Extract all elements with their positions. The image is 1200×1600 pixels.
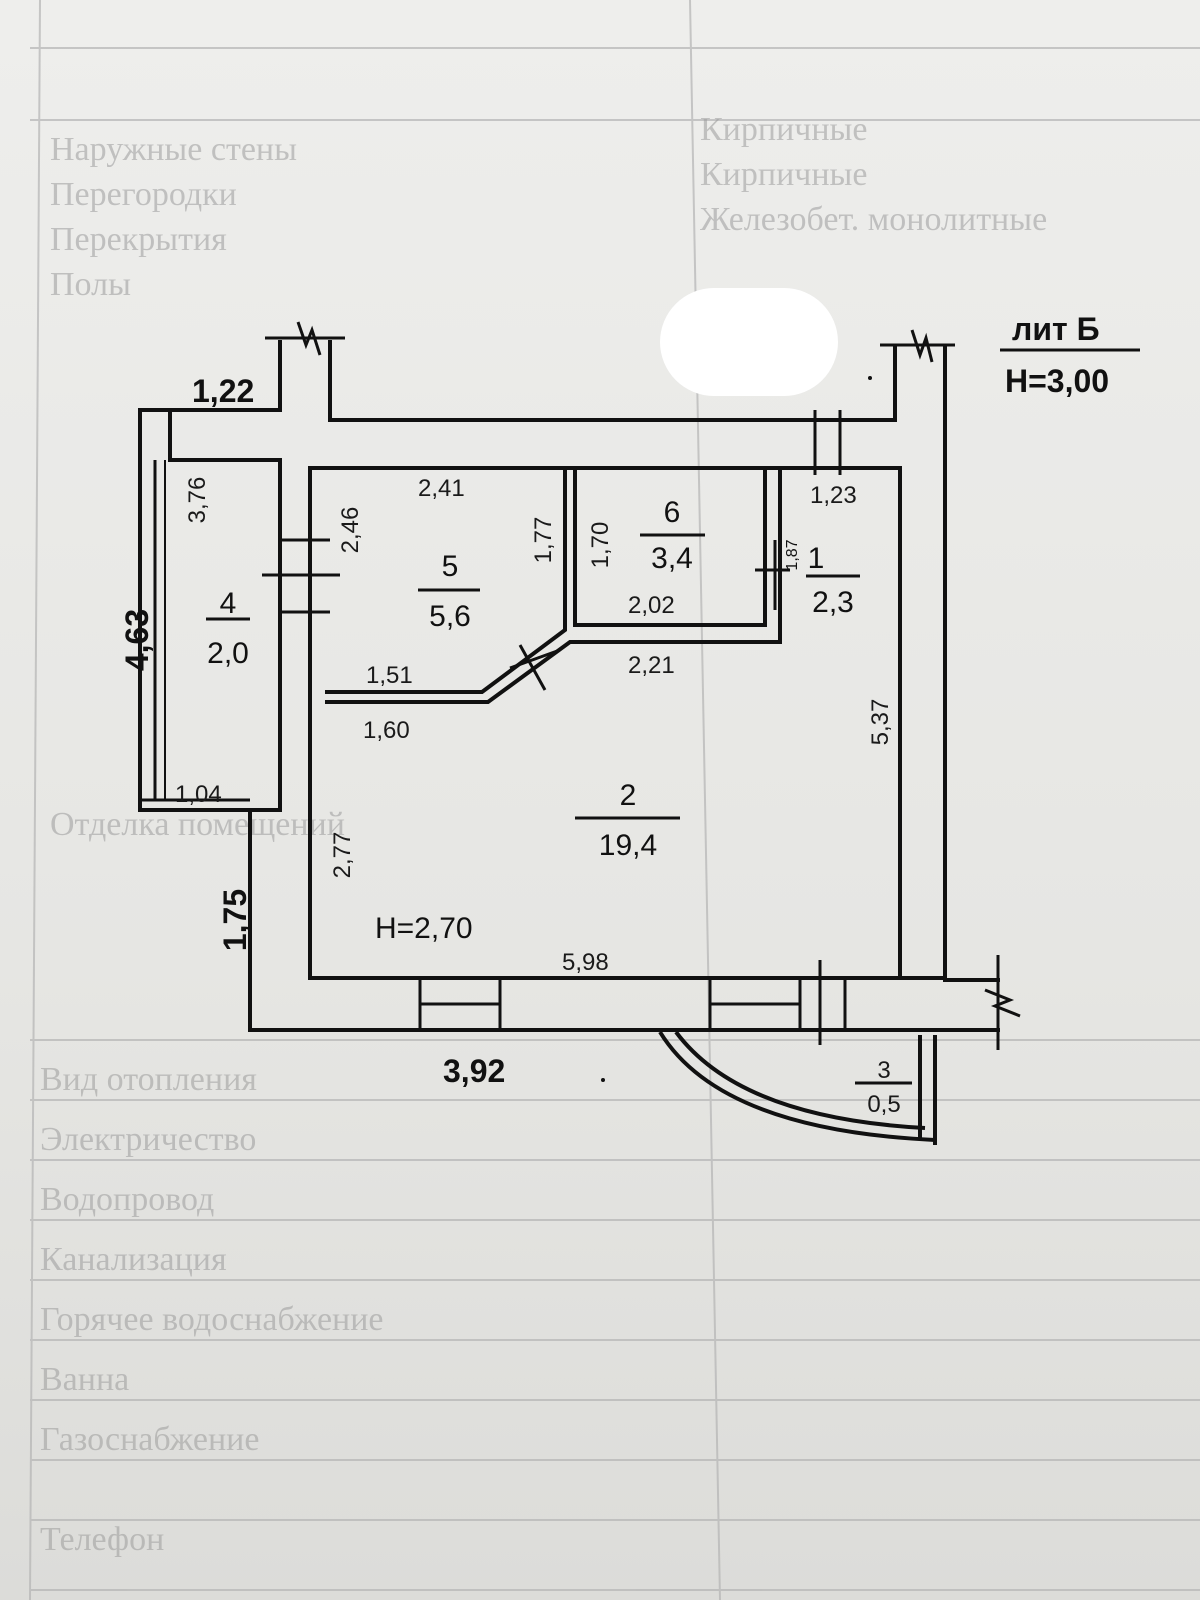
fraction-bars — [206, 348, 1140, 1085]
background-table — [29, 0, 1200, 1600]
room-2-number: 2 — [620, 779, 637, 812]
room-2-area: 19,4 — [599, 829, 657, 862]
dim-r2-upper-left: 1,60 — [363, 717, 410, 744]
bg-row-11-left: Газоснабжение — [40, 1421, 259, 1458]
walls — [138, 340, 1000, 1032]
room-4-area: 2,0 — [207, 637, 249, 670]
dim-r5-right: 1,77 — [530, 517, 557, 564]
dim-corridor: 2,21 — [628, 652, 675, 679]
left-wall-inner — [328, 340, 897, 422]
dim-r1-left: 1,87 — [784, 539, 801, 570]
room6-bottom — [573, 468, 767, 627]
bg-row-10-left: Ванна — [40, 1361, 129, 1398]
dim-bottom: 3,92 — [443, 1053, 505, 1089]
balcony-arc — [658, 1030, 937, 1145]
dim-r4-bottom: 1,04 — [175, 781, 222, 808]
room-5-area: 5,6 — [429, 600, 471, 633]
dim-r5-left: 2,46 — [337, 507, 364, 554]
room-1-number: 1 — [808, 542, 825, 575]
dim-top-left: 1,22 — [192, 373, 254, 409]
bg-row-2-left: Перекрытия — [50, 221, 227, 258]
redaction-blob — [660, 288, 838, 396]
dim-left: 4,63 — [119, 609, 155, 671]
literal-height: Н=3,00 — [1005, 363, 1109, 399]
break-marks — [265, 321, 1021, 1050]
dim-r5-top: 2,41 — [418, 475, 465, 502]
bg-row-1-right: Кирпичные — [700, 156, 868, 193]
dim-r6-bottom: 2,02 — [628, 592, 675, 619]
dim-left-lower: 1,75 — [217, 889, 253, 951]
bg-row-4-left: Отделка помещений — [50, 806, 345, 843]
dim-r2-right: 5,37 — [867, 699, 894, 746]
bg-row-7-left: Водопровод — [40, 1181, 214, 1218]
inner-outline — [308, 466, 902, 980]
room-3-area: 0,5 — [867, 1091, 900, 1118]
room5-walls — [325, 468, 567, 694]
bg-row-9-left: Горячее водоснабжение — [40, 1301, 384, 1338]
bg-row-8-left: Канализация — [40, 1241, 227, 1278]
bg-row-5-left: Вид отопления — [40, 1061, 257, 1098]
room-4-number: 4 — [220, 587, 237, 620]
room-5-number: 5 — [442, 550, 459, 583]
dim-r2-left: 2,77 — [329, 832, 356, 879]
left-wall-outer — [248, 808, 1000, 1032]
literal-label: лит Б — [1012, 311, 1100, 347]
room-6-area: 3,4 — [651, 542, 693, 575]
right-wall-outer — [943, 345, 1000, 982]
outer-left-wall — [138, 340, 282, 812]
bg-row-0-right: Кирпичные — [700, 111, 868, 148]
dim-r1-top: 1,23 — [810, 482, 857, 509]
bg-row-1-left: Перегородки — [50, 176, 237, 213]
bg-row-6-left: Электричество — [40, 1121, 256, 1158]
inner-height: Н=2,70 — [375, 912, 473, 945]
bg-row-12-left: Телефон — [40, 1521, 164, 1558]
dim-r6-left: 1,70 — [587, 522, 614, 569]
dim-r2-bottom: 5,98 — [562, 949, 609, 976]
background-table-text: Наружные стены Кирпичные Перегородки Кир… — [40, 111, 1047, 1558]
dim-r4-height: 3,76 — [184, 477, 211, 524]
room-6-number: 6 — [664, 496, 681, 529]
bg-row-0-left: Наружные стены — [50, 131, 297, 168]
windows — [262, 410, 847, 1045]
dim-r5-bottom: 1,51 — [366, 662, 413, 689]
room-3-number: 3 — [877, 1057, 890, 1084]
bg-row-3-left: Полы — [50, 266, 131, 303]
bg-row-2-right: Железобет. монолитные — [700, 201, 1047, 238]
room-1-area: 2,3 — [812, 586, 854, 619]
